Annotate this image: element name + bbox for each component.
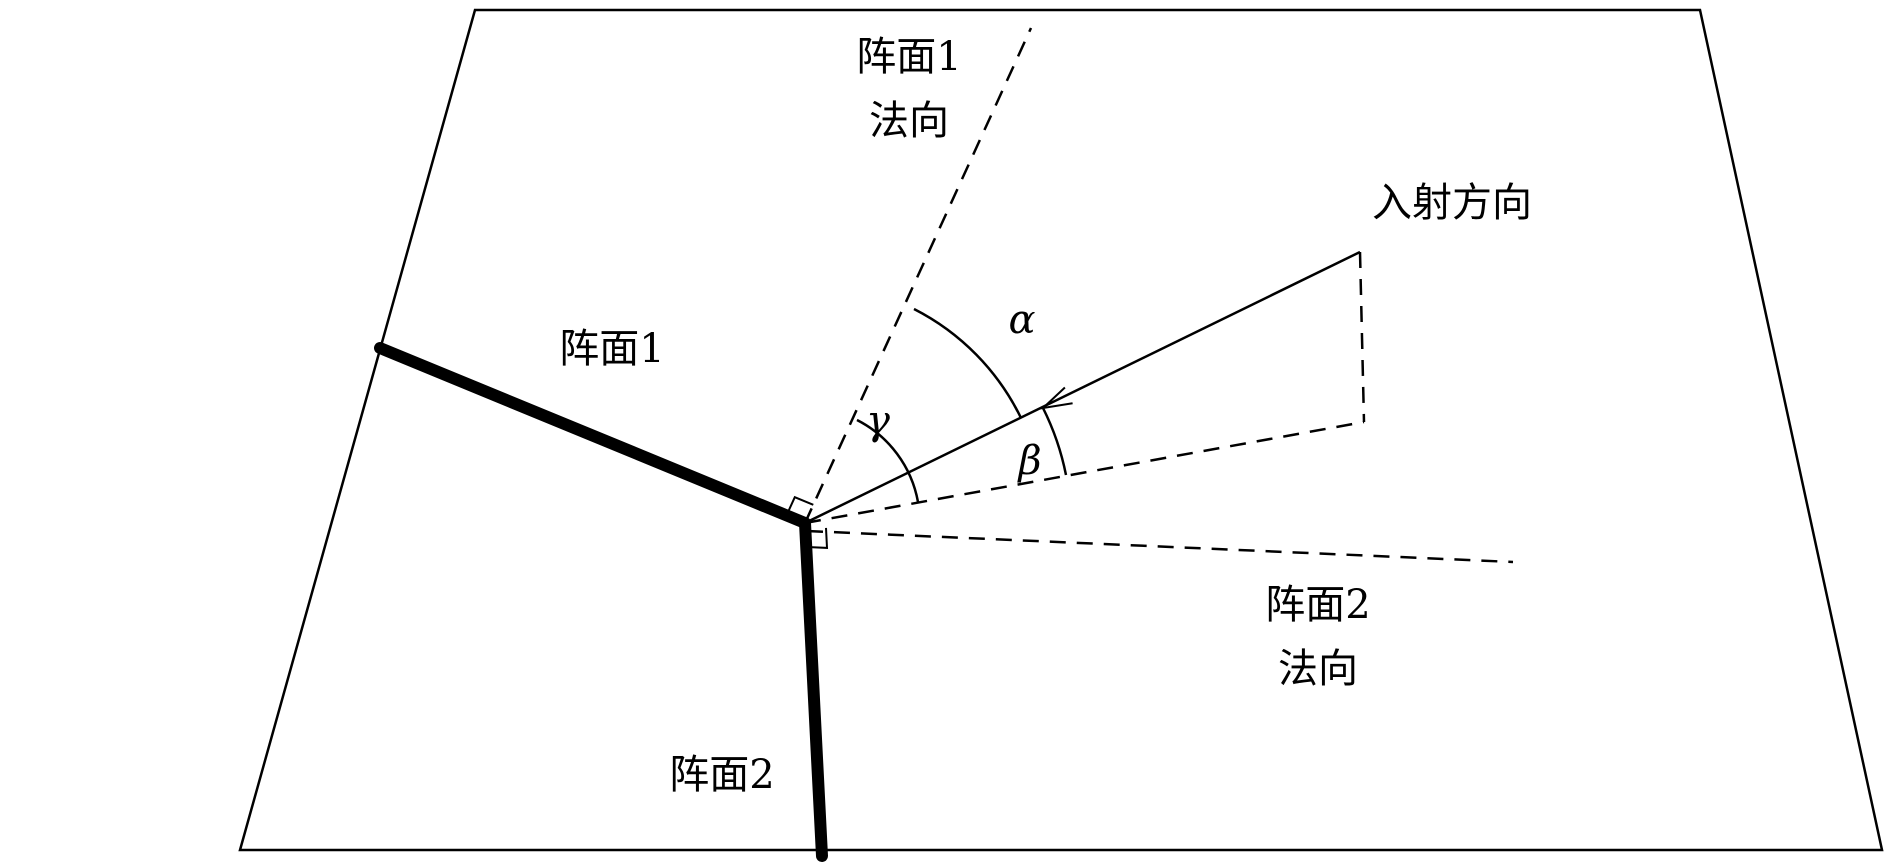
alpha-angle-arc xyxy=(913,307,1023,419)
right-angle-marker-array2 xyxy=(806,527,829,549)
beta-angle-label: β xyxy=(1016,438,1041,484)
beta-angle-arc xyxy=(1041,407,1068,476)
array1-face-label: 阵面1 xyxy=(559,326,664,372)
alpha-angle-label: α xyxy=(1008,297,1035,343)
incident-projection-dashed-line xyxy=(804,420,1365,525)
array2-normal-label-line2: 法向 xyxy=(1278,646,1358,692)
array2-face-line xyxy=(799,517,828,862)
right-angle-marker-array1 xyxy=(785,495,814,516)
incident-direction-label: 入射方向 xyxy=(1372,180,1532,226)
array1-normal-label-line1: 阵面1 xyxy=(856,34,961,80)
array2-face-label: 阵面2 xyxy=(669,752,774,798)
array1-face-line xyxy=(374,342,811,529)
array1-normal-label-line2: 法向 xyxy=(869,98,949,144)
array1-normal-dashed-line xyxy=(803,27,1033,524)
projection-drop-dashed-line xyxy=(1358,251,1366,423)
incident-direction-line xyxy=(804,250,1361,525)
array2-normal-label-line1: 阵面2 xyxy=(1265,582,1370,628)
array2-normal-dashed-line xyxy=(806,529,1514,564)
gamma-angle-label: γ xyxy=(866,398,890,444)
plane-outline xyxy=(238,8,1884,852)
gamma-angle-arc xyxy=(856,418,920,503)
